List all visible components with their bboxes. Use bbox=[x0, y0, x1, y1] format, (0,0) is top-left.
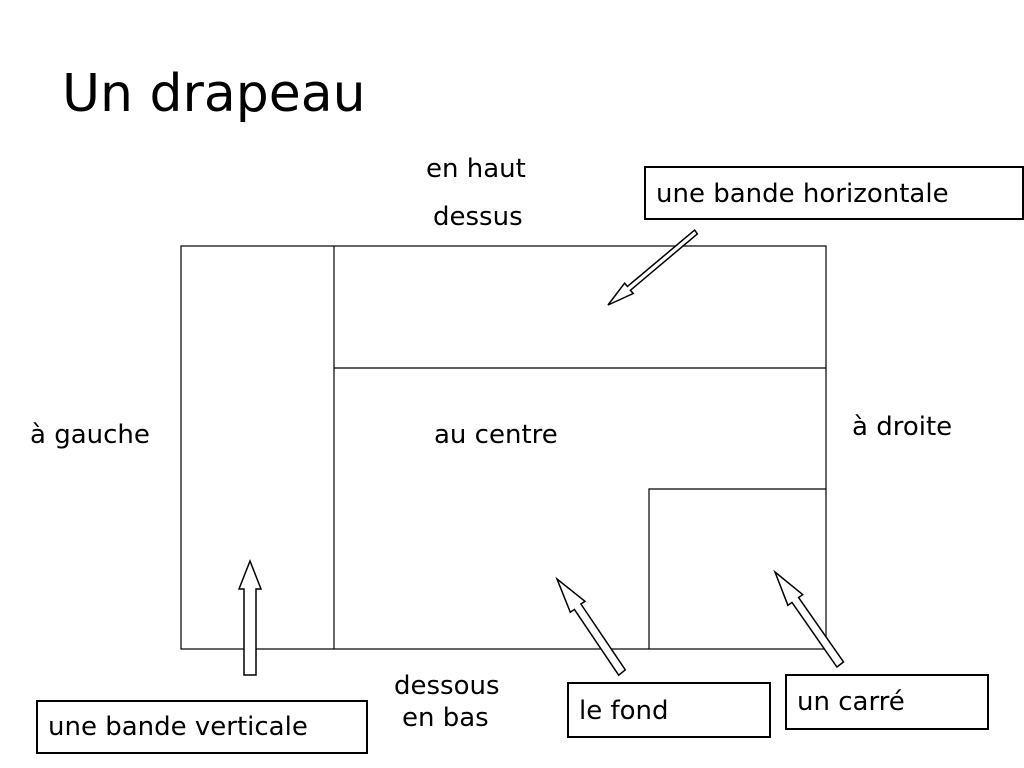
arrow-square bbox=[773, 569, 845, 669]
label-left: à gauche bbox=[30, 420, 150, 450]
label-top-en-haut: en haut bbox=[426, 154, 526, 184]
callout-vertical-band: une bande verticale bbox=[36, 700, 368, 754]
arrow-horizontal-band bbox=[607, 229, 699, 306]
label-bottom-dessous: dessous bbox=[394, 671, 500, 701]
label-top-dessus: dessus bbox=[433, 202, 523, 232]
callout-horizontal-band: une bande horizontale bbox=[644, 166, 1024, 220]
label-center: au centre bbox=[434, 420, 558, 450]
arrow-vertical-band bbox=[237, 558, 263, 676]
label-bottom-en-bas: en bas bbox=[402, 703, 489, 733]
flag-outline bbox=[180, 245, 827, 650]
callout-square: un carré bbox=[785, 674, 989, 730]
callout-background: le fond bbox=[567, 682, 771, 738]
page-title: Un drapeau bbox=[62, 64, 366, 124]
arrow-background bbox=[555, 576, 627, 677]
square-outline bbox=[648, 488, 826, 649]
label-right: à droite bbox=[852, 412, 953, 442]
